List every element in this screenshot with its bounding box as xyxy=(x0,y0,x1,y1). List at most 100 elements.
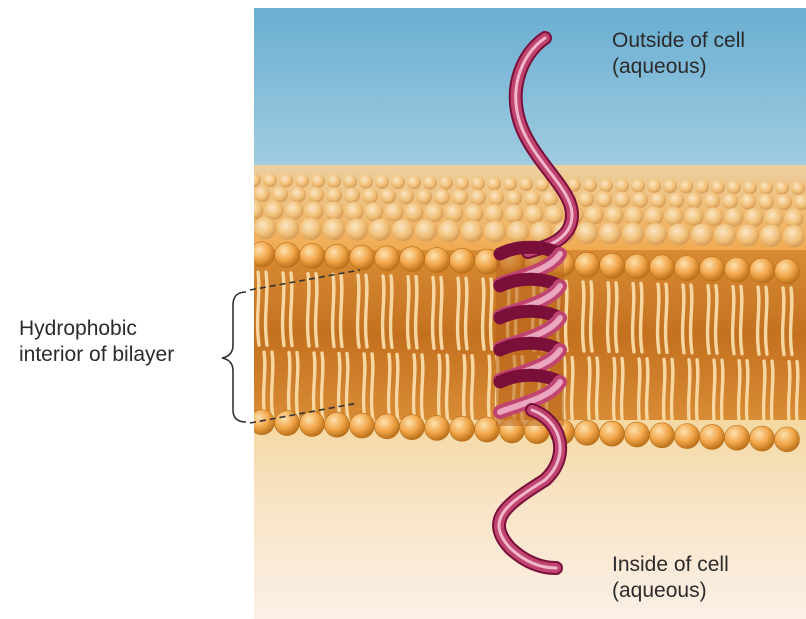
lipid-tail xyxy=(466,278,467,349)
lipid-tail xyxy=(422,355,423,422)
lipid-head xyxy=(725,425,750,450)
far-lipid-head xyxy=(760,225,782,247)
far-lipid-head xyxy=(775,181,789,195)
lipid-tail xyxy=(697,360,698,429)
far-lipid-head xyxy=(285,201,304,220)
lipid-tail xyxy=(391,276,392,347)
helix-ribbon-segment xyxy=(500,247,560,254)
far-lipid-head xyxy=(578,191,594,207)
far-lipid-head xyxy=(585,206,604,225)
far-lipid-head xyxy=(645,223,667,245)
lipid-tail xyxy=(572,358,573,426)
lipid-head xyxy=(350,245,375,270)
far-lipid-head xyxy=(725,208,744,227)
far-lipid-head xyxy=(759,181,773,195)
lipid-head xyxy=(575,252,600,277)
lipid-head xyxy=(375,246,400,271)
far-lipid-head xyxy=(599,178,613,192)
lipid-tail xyxy=(658,284,659,352)
lipid-head xyxy=(575,420,600,445)
far-lipid-head xyxy=(685,207,704,226)
lipid-tail xyxy=(747,361,748,430)
far-lipid-head xyxy=(470,189,486,205)
far-lipid-head xyxy=(599,222,621,244)
lipid-tail xyxy=(433,277,434,348)
far-lipid-head xyxy=(326,187,342,203)
lipid-tail xyxy=(766,287,767,354)
hydrophobic-label-line1: Hydrophobic xyxy=(19,316,174,342)
lipid-tail xyxy=(464,356,465,423)
far-lipid-head xyxy=(323,218,345,240)
lipid-head xyxy=(600,421,625,446)
far-lipid-head xyxy=(714,224,736,246)
far-lipid-head xyxy=(445,204,464,223)
lipid-tail xyxy=(716,286,717,354)
lipid-head xyxy=(400,415,425,440)
lipid-tail xyxy=(439,355,440,422)
lipid-tail xyxy=(291,273,292,346)
far-lipid-head xyxy=(398,188,414,204)
lipid-head xyxy=(600,253,625,278)
far-lipid-head xyxy=(245,201,264,220)
lipid-head xyxy=(675,424,700,449)
far-lipid-head xyxy=(365,202,384,221)
lipid-head xyxy=(725,257,750,282)
lipid-tail xyxy=(639,359,640,427)
lipid-tail xyxy=(641,283,642,351)
far-lipid-head xyxy=(434,189,450,205)
lipid-tail xyxy=(739,361,740,430)
lipid-tail xyxy=(408,277,409,348)
lipid-tail xyxy=(597,358,598,426)
lipid-head xyxy=(425,415,450,440)
far-lipid-head xyxy=(295,174,309,188)
far-lipid-head xyxy=(345,202,364,221)
far-lipid-head xyxy=(632,192,648,208)
lipid-head xyxy=(650,255,675,280)
far-lipid-head xyxy=(438,220,460,242)
lipid-tail xyxy=(741,286,742,353)
far-lipid-head xyxy=(311,174,325,188)
far-lipid-head xyxy=(503,177,517,191)
far-lipid-head xyxy=(465,204,484,223)
far-lipid-head xyxy=(645,207,664,226)
lipid-head xyxy=(300,411,325,436)
far-lipid-head xyxy=(452,189,468,205)
far-lipid-head xyxy=(776,194,792,210)
lipid-tail xyxy=(772,361,773,430)
far-lipid-head xyxy=(542,190,558,206)
far-lipid-head xyxy=(743,180,757,194)
far-lipid-head xyxy=(327,174,341,188)
far-lipid-head xyxy=(665,207,684,226)
far-lipid-head xyxy=(785,209,804,228)
far-lipid-head xyxy=(484,221,506,243)
lipid-tail xyxy=(272,352,273,418)
lipid-tail xyxy=(297,353,298,419)
lipid-tail xyxy=(691,285,692,353)
far-lipid-head xyxy=(455,176,469,190)
far-lipid-head xyxy=(705,207,724,226)
far-lipid-head xyxy=(758,194,774,210)
lipid-tail xyxy=(491,279,492,349)
lipid-tail xyxy=(664,359,665,427)
lipid-tail xyxy=(364,354,365,421)
far-lipid-head xyxy=(605,206,624,225)
lipid-tail xyxy=(708,286,709,354)
far-lipid-head xyxy=(505,204,524,223)
lipid-head xyxy=(450,416,475,441)
far-lipid-head xyxy=(519,177,533,191)
lipid-head xyxy=(775,427,800,452)
far-lipid-head xyxy=(507,221,529,243)
lipid-tail xyxy=(447,355,448,422)
far-lipid-head xyxy=(625,206,644,225)
lipid-tail xyxy=(622,358,623,426)
far-lipid-head xyxy=(346,219,368,241)
far-lipid-head xyxy=(254,186,270,202)
far-lipid-head xyxy=(711,180,725,194)
lipid-tail xyxy=(714,360,715,429)
lipid-tail xyxy=(383,276,384,347)
far-lipid-head xyxy=(663,179,677,193)
far-lipid-head xyxy=(471,176,485,190)
lipid-tail xyxy=(797,362,798,431)
lipid-tail xyxy=(764,361,765,430)
lipid-head xyxy=(375,414,400,439)
